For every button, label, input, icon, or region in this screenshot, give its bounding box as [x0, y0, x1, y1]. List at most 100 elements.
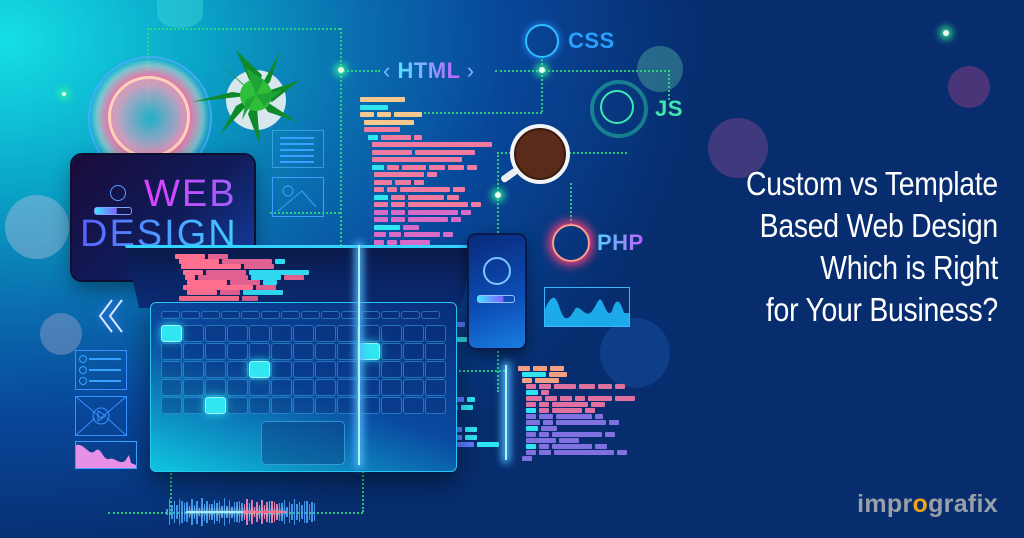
waveform-bar [298, 502, 301, 522]
waveform-bar [301, 504, 303, 520]
keyboard-key [403, 379, 424, 396]
keyboard-key [425, 397, 446, 414]
code-line [374, 202, 388, 207]
code-line [374, 209, 388, 215]
css-ring-icon [525, 24, 559, 58]
waveform-bar [176, 505, 178, 519]
code-line [526, 390, 538, 395]
code-line [360, 112, 374, 117]
code-line [381, 134, 411, 140]
connector-line [541, 56, 543, 112]
code-line [554, 384, 576, 389]
document-icon [272, 130, 324, 168]
code-line [374, 172, 424, 177]
code-line [244, 264, 274, 270]
keyboard-key [403, 343, 424, 360]
image-icon [272, 177, 324, 217]
keyboard-key [249, 379, 270, 396]
keyboard-key [271, 397, 292, 414]
keyboard-key [359, 325, 380, 342]
php-tag: PHP [597, 230, 644, 255]
keyboard-key [183, 325, 204, 342]
neon-ring-inner [108, 76, 190, 158]
connector-line [415, 112, 542, 114]
light-beam [505, 365, 507, 460]
code-line [364, 119, 414, 125]
checklist-icon [75, 350, 127, 390]
code-line [387, 164, 399, 170]
js-ring-inner [600, 90, 634, 124]
waveform-bar [311, 501, 313, 523]
keyboard-key [315, 343, 336, 360]
keyboard-key [161, 343, 182, 360]
code-line [377, 112, 391, 117]
code-line [364, 127, 400, 132]
keyboard-key [293, 343, 314, 360]
waveform-bar [293, 499, 296, 525]
code-line [588, 396, 612, 401]
keyboard-key [205, 397, 226, 414]
code-line [518, 366, 530, 371]
code-line [522, 378, 532, 383]
code-line [556, 420, 606, 425]
keyboard-key [359, 343, 380, 360]
keyboard-key [315, 361, 336, 378]
connector-line [340, 70, 380, 72]
code-line [585, 408, 595, 413]
code-line [374, 217, 388, 222]
coffee-cup-icon [501, 124, 570, 184]
code-line [560, 396, 572, 401]
laptop-keyboard [150, 302, 457, 472]
audio-waveform-icon [166, 495, 316, 529]
keyboard-key [361, 311, 380, 319]
keyboard-key [401, 311, 420, 319]
code-line [545, 396, 557, 401]
code-line [394, 112, 422, 117]
code-line [467, 397, 475, 402]
code-line [408, 194, 444, 200]
code-line [526, 408, 536, 413]
keyboard-key [271, 361, 292, 378]
code-line [522, 372, 546, 377]
code-line [372, 164, 384, 170]
code-line [414, 179, 424, 185]
code-line [263, 280, 277, 285]
code-line [374, 232, 386, 237]
code-line [206, 269, 246, 275]
waveform-bar [306, 500, 308, 524]
code-line [461, 209, 471, 215]
code-line [526, 384, 536, 389]
keyboard-key [381, 379, 402, 396]
code-line [374, 239, 384, 245]
code-line [360, 104, 388, 110]
code-line [408, 209, 458, 215]
keyboard-key [381, 311, 400, 319]
glow-dot [338, 67, 344, 73]
keyboard-key [381, 361, 402, 378]
code-line [387, 187, 397, 192]
code-line [391, 202, 405, 207]
touchpad [261, 421, 345, 465]
code-line [549, 372, 567, 377]
brand-logo[interactable]: imprografix [857, 490, 998, 518]
waveform-bar [313, 503, 316, 521]
keyboard-key [271, 325, 292, 342]
double-chevron-left-icon [98, 299, 123, 333]
code-line [187, 280, 227, 285]
code-line [526, 426, 538, 431]
code-line [242, 295, 258, 301]
waveform-bar [181, 501, 183, 523]
code-line [615, 396, 635, 401]
connector-line [570, 183, 572, 225]
code-line [550, 366, 564, 371]
code-line [198, 274, 248, 280]
light-beam [358, 245, 360, 465]
keyboard-key [227, 343, 248, 360]
code-line [467, 164, 477, 170]
keyboard-key [227, 361, 248, 378]
keyboard-key [281, 311, 300, 319]
code-line [374, 194, 388, 200]
keyboard-key [315, 325, 336, 342]
html-tag: ‹ HTML › [383, 58, 475, 83]
